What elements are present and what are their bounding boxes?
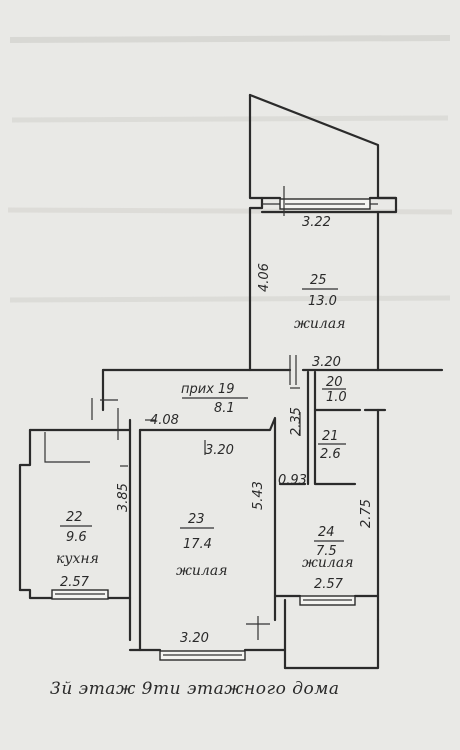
background-texture xyxy=(7,35,453,303)
dimension-ticks xyxy=(120,186,285,467)
room-19: прих 19 8.1 xyxy=(181,382,248,416)
room-22: 22 9.6 кухня xyxy=(56,510,99,567)
room-number: прих 19 xyxy=(181,382,235,397)
room-type: жилая xyxy=(294,316,345,332)
room-number: 24 xyxy=(318,525,335,540)
room-25: 25 13.0 жилая xyxy=(294,273,345,332)
room-area: 8.1 xyxy=(214,401,235,416)
room-20: 20 1.0 xyxy=(322,375,347,405)
dimension-093: 0.93 xyxy=(278,473,307,488)
dimension-543: 5.43 xyxy=(251,481,266,510)
windows xyxy=(51,198,371,661)
dimension-320-bottom: 3.20 xyxy=(180,631,209,646)
room-type: кухня xyxy=(56,551,99,567)
dimension-235: 2.35 xyxy=(289,407,304,436)
room-number: 22 xyxy=(66,510,83,525)
dimension-257-right: 2.57 xyxy=(314,577,344,592)
room-area: 1.0 xyxy=(326,390,347,405)
room-area: 9.6 xyxy=(66,530,87,545)
dimension-320-top: 3.20 xyxy=(312,355,341,370)
room-area: 2.6 xyxy=(320,447,341,462)
room-number: 21 xyxy=(322,429,339,444)
dimension-275: 2.75 xyxy=(359,499,374,528)
room-21: 21 2.6 xyxy=(318,429,346,462)
plan-caption: 3й этаж 9ти этажного дома xyxy=(50,679,339,699)
room-area: 17.4 xyxy=(183,537,212,552)
room-24: 24 7.5 жилая xyxy=(302,525,353,571)
room-number: 20 xyxy=(326,375,343,390)
room-number: 25 xyxy=(310,273,327,288)
dimension-408: 4.08 xyxy=(150,413,179,428)
room-23: 23 17.4 жилая xyxy=(176,512,227,579)
room-number: 23 xyxy=(188,512,205,527)
dimension-322: 3.22 xyxy=(302,215,331,230)
dimension-257-left: 2.57 xyxy=(60,575,90,590)
dimension-406: 4.06 xyxy=(257,263,272,292)
dimension-385: 3.85 xyxy=(116,483,131,512)
dimension-320-mid: 3.20 xyxy=(205,443,234,458)
room-area: 13.0 xyxy=(308,294,337,309)
room-type: жилая xyxy=(302,555,353,571)
dimensions: 3.22 4.06 3.20 4.08 3.20 2.35 0.93 3.85 … xyxy=(60,215,374,646)
room-type: жилая xyxy=(176,563,227,579)
room-area: 7.5 xyxy=(316,544,337,559)
